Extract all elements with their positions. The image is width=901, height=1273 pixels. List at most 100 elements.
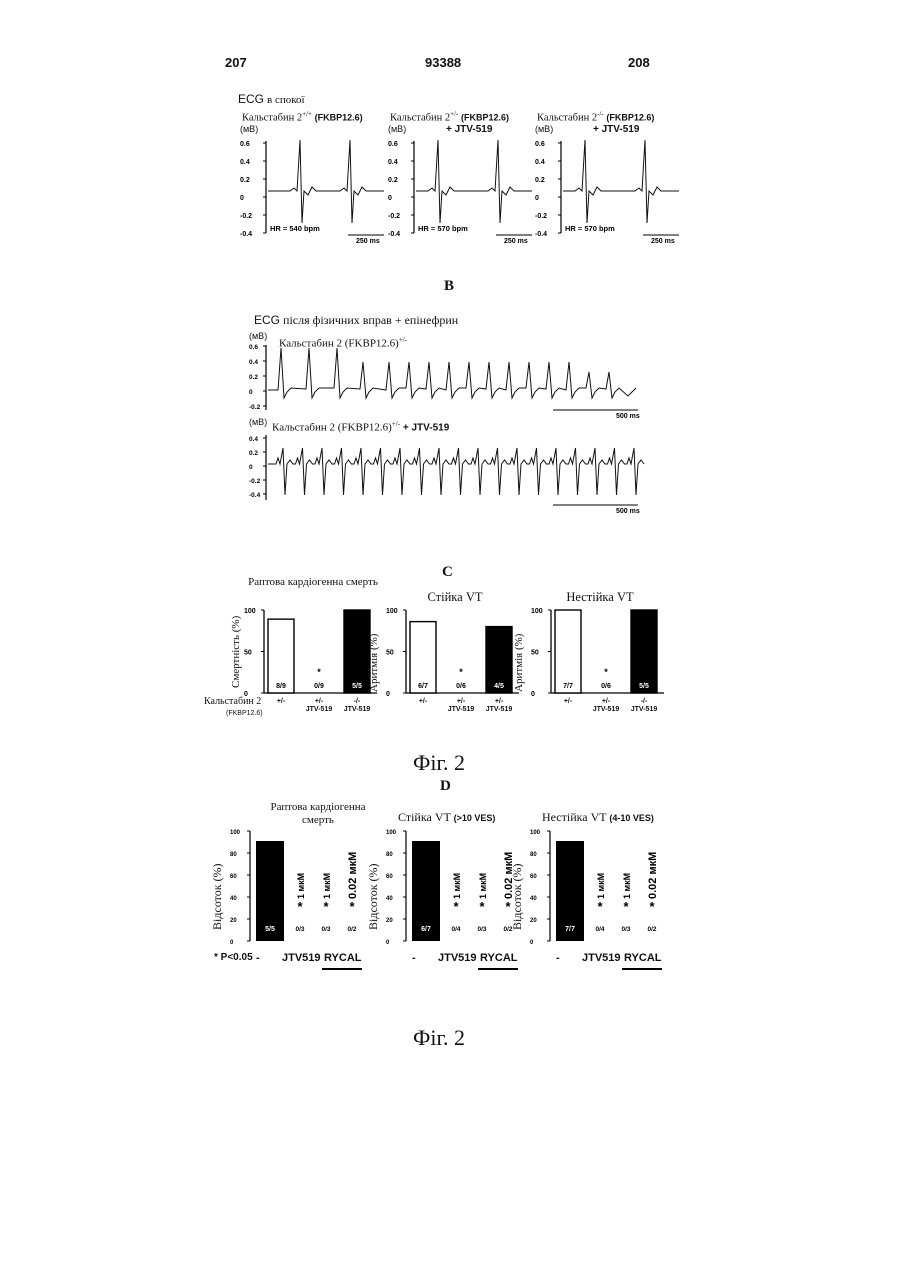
ytick-b1: 0 (249, 389, 253, 396)
bar-chart-c-2: 1005007/70/6*5/5 (529, 605, 669, 705)
hr-label: HR = 570 bpm (565, 224, 615, 233)
bar-count-label: 7/7 (563, 683, 573, 690)
concentration-label: 1 мкМ (322, 873, 332, 899)
ecg-label-b: ECG (254, 313, 280, 327)
bar-chart-d-0: 1008060402005/50/3*1 мкМ0/3*1 мкМ0/2*0.0… (226, 826, 376, 951)
bar-count-label: 6/7 (421, 926, 431, 933)
ytick-d: 80 (386, 852, 393, 858)
ytick-c: 0 (531, 691, 535, 698)
category-label: -/- (625, 698, 663, 705)
ytick-a: 0.6 (388, 141, 398, 148)
concentration-label: 1 мкМ (622, 873, 632, 899)
panel-b-title: ECG після фізичних вправ + епінефрин (254, 313, 458, 328)
value-label: 0/2 (647, 926, 656, 933)
ytick-b1: 0.6 (249, 344, 258, 351)
rest-label: в спокої (267, 94, 305, 106)
significance-star: * (317, 667, 321, 677)
category-label: +/- (549, 698, 587, 705)
significance-star: * (323, 899, 329, 914)
category-label-d: - (412, 952, 416, 964)
category-label: JTV-519 (338, 706, 376, 713)
chart-d-title-2: Нестійка VT (4-10 VES) (542, 810, 654, 825)
ytick-a: -0.2 (535, 213, 547, 220)
bar-count-label: 7/7 (565, 926, 575, 933)
ytick-b2: -0.2 (249, 478, 261, 485)
concentration-label: 0.02 мкМ (347, 852, 359, 899)
bar (268, 619, 294, 693)
col-label-2: Кальстабин 2-/- (FKBP12.6) (537, 110, 654, 124)
value-label: 0/3 (295, 926, 304, 933)
unit-label-1: (мВ) (388, 124, 406, 134)
ytick-a: 0.4 (535, 159, 545, 166)
page-number-left: 207 (225, 55, 247, 70)
unit-label-2: (мВ) (535, 124, 553, 134)
category-label: +/- (442, 698, 480, 705)
value-label: 0/3 (321, 926, 330, 933)
chart-c-title-2: Нестійка VT (535, 591, 665, 604)
scale-b1: 500 ms (616, 413, 640, 420)
significance-star: * (297, 899, 303, 914)
rycal-underline (322, 968, 362, 970)
bar-count-label: 5/5 (265, 926, 275, 933)
ytick-d: 80 (530, 852, 537, 858)
ytick-d: 0 (530, 940, 534, 946)
rycal-underline (622, 968, 662, 970)
ytick-b1: 0.4 (249, 359, 258, 366)
scale-label: 250 ms (651, 238, 675, 245)
ytick-a: 0.6 (535, 141, 545, 148)
ytick-b2: 0.2 (249, 450, 258, 457)
ytick-d: 40 (530, 896, 537, 902)
ytick-a: 0.6 (240, 141, 250, 148)
chart-d-title-0: Раптова кардіогенна смерть (258, 801, 378, 827)
calstabin-row-sub: (FKBP12.6) (226, 710, 263, 717)
scale-b2: 500 ms (616, 508, 640, 515)
p-value-note: * P<0.05 (214, 952, 253, 963)
ytick-c: 0 (386, 691, 390, 698)
category-label: +/- (480, 698, 518, 705)
category-label-d: RYCAL (480, 952, 517, 964)
ytick-a: 0 (535, 195, 539, 202)
page-number-right: 208 (628, 55, 650, 70)
chart-d-ylabel-1: Відсоток (%) (366, 863, 381, 930)
hr-label: HR = 570 bpm (418, 224, 468, 233)
ytick-a: 0 (388, 195, 392, 202)
ytick-b2: 0.4 (249, 436, 258, 443)
chart-c-title-1: Стійка VT (390, 591, 520, 604)
ytick-d: 100 (230, 830, 241, 836)
ytick-c: 100 (531, 608, 543, 615)
bar-chart-c-1: 1005006/70/6*4/5 (384, 605, 524, 705)
bar-count-label: 4/5 (494, 683, 504, 690)
concentration-label: 1 мкМ (296, 873, 306, 899)
category-label: +/- (404, 698, 442, 705)
panel-a-title: ECG в спокої (238, 92, 305, 107)
significance-star: * (623, 899, 629, 914)
ytick-d: 60 (530, 874, 537, 880)
significance-star: * (459, 667, 463, 677)
rycal-underline (478, 968, 518, 970)
ytick-a: 0.2 (240, 177, 250, 184)
panel-b-letter: B (444, 278, 454, 295)
ytick-d: 0 (386, 940, 390, 946)
bar-chart-d-2: 1008060402007/70/4*1 мкМ0/3*1 мкМ0/2*0.0… (526, 826, 676, 951)
ytick-b2: -0.4 (249, 492, 261, 499)
value-label: 0/2 (347, 926, 356, 933)
concentration-label: 0.02 мкМ (647, 852, 659, 899)
concentration-label: 1 мкМ (452, 873, 462, 899)
ytick-d: 40 (230, 896, 237, 902)
value-label: 0/3 (621, 926, 630, 933)
category-label-d: JTV519 (438, 952, 477, 964)
category-label: JTV-519 (300, 706, 338, 713)
ecg-trace-a-1: 0.60.40.20-0.2-0.4HR = 570 bpm250 ms (386, 135, 536, 245)
category-label-d: JTV519 (282, 952, 321, 964)
scale-label: 250 ms (504, 238, 528, 245)
concentration-label: 1 мкМ (478, 873, 488, 899)
ytick-a: -0.4 (388, 231, 400, 238)
exercise-label: після фізичних вправ + епінефрин (283, 313, 458, 327)
significance-star: * (649, 899, 655, 914)
category-label: -/- (338, 698, 376, 705)
ytick-d: 20 (386, 918, 393, 924)
chart-d-ylabel-2: Відсоток (%) (510, 863, 525, 930)
value-label: 0/4 (595, 926, 604, 933)
bar-count-label: 5/5 (639, 683, 649, 690)
value-label: 0/4 (451, 926, 460, 933)
